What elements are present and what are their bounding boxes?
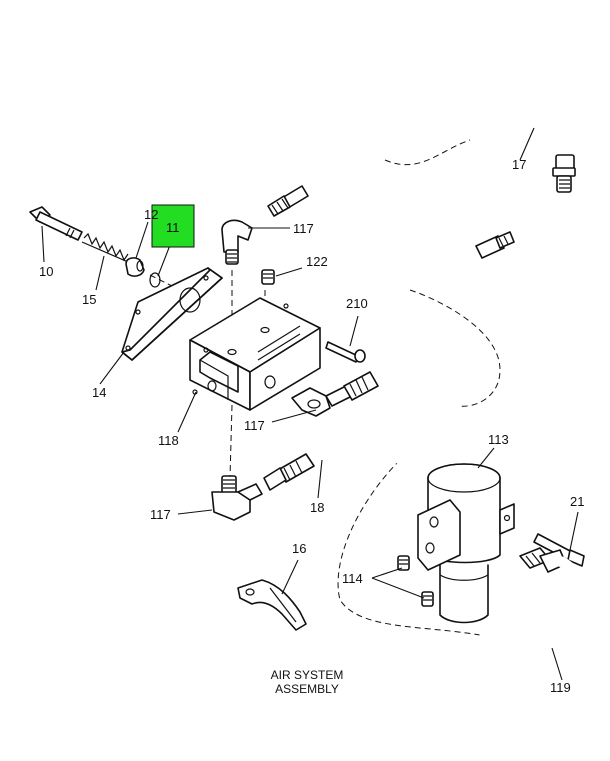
elbow-fitting-117-bottom[interactable] (211, 475, 263, 521)
callout-12: 12 (144, 207, 158, 222)
callout-10: 10 (39, 264, 53, 279)
gasket-14[interactable] (121, 267, 223, 361)
callout-118: 118 (158, 433, 179, 448)
bolt-10[interactable] (29, 206, 83, 241)
manifold-block-118[interactable] (189, 297, 321, 411)
nut-12[interactable] (125, 257, 145, 277)
screw-210[interactable] (325, 341, 366, 363)
callout-17: 17 (512, 157, 526, 172)
callout-14: 14 (92, 385, 106, 400)
caption-line-2: ASSEMBLY (275, 682, 339, 696)
callout-labels: 10 12 11 15 14 117 122 210 118 117 117 1… (39, 157, 584, 695)
fittings-114[interactable] (397, 555, 434, 607)
callout-117-mid: 117 (244, 418, 265, 433)
plug-122[interactable] (261, 269, 275, 285)
caption-line-1: AIR SYSTEM (271, 668, 344, 682)
callout-117-top: 117 (293, 221, 314, 236)
callout-122: 122 (306, 254, 328, 269)
hose-119[interactable] (479, 547, 589, 647)
callout-18: 18 (310, 500, 324, 515)
callout-117-bottom: 117 (150, 507, 171, 522)
callout-113: 113 (488, 432, 509, 447)
hose-17[interactable] (267, 103, 576, 217)
clamp-16[interactable] (237, 579, 307, 631)
callout-210: 210 (346, 296, 368, 311)
ring-11[interactable] (149, 272, 161, 288)
leader-lines (41, 127, 579, 681)
callout-114: 114 (342, 571, 363, 586)
highlight-box-item-11 (151, 204, 195, 248)
spring-15[interactable] (81, 232, 129, 263)
hose-fitting-right[interactable] (406, 231, 515, 286)
callout-119: 119 (550, 680, 571, 695)
elbow-fitting-117-top[interactable] (221, 219, 253, 265)
hose-18[interactable] (263, 352, 461, 491)
callout-21: 21 (570, 494, 584, 509)
valve-113[interactable] (417, 463, 515, 624)
callout-15: 15 (82, 292, 96, 307)
callout-16: 16 (292, 541, 306, 556)
callout-11: 11 (166, 220, 180, 235)
